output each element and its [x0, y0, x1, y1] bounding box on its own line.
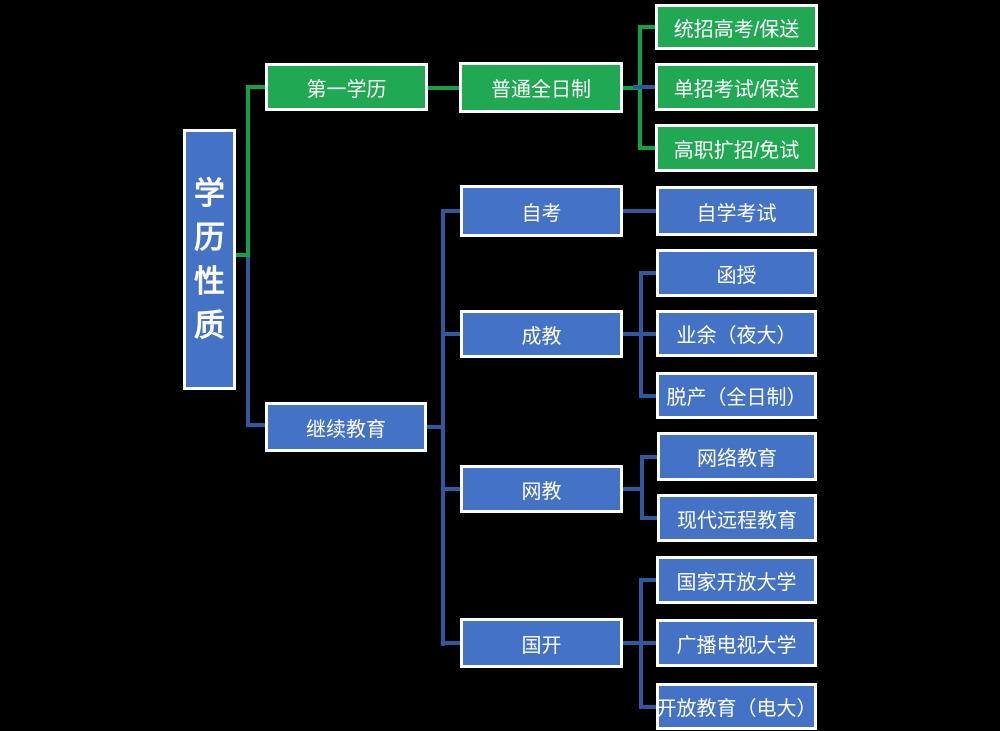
- connector-to-national-open: [639, 578, 656, 582]
- connector-to-single-recruitment: [633, 85, 655, 89]
- node-national-open-university-label: 国家开放大学: [676, 571, 797, 594]
- node-vocational-expansion: 高职扩招/免试: [655, 124, 818, 172]
- node-modern-distance-education-label: 现代远程教育: [677, 509, 797, 532]
- node-radio-tv-university-label: 广播电视大学: [676, 634, 797, 657]
- connector-to-self-study: [441, 209, 460, 213]
- node-vocational-expansion-label: 高职扩招/免试: [673, 139, 800, 162]
- connector-to-open-education: [639, 705, 656, 709]
- connector-blue-trunk-root: [246, 257, 250, 427]
- node-radio-tv-university: 广播电视大学: [656, 619, 817, 667]
- connector-to-network-education: [640, 455, 657, 459]
- node-regular-full-time-label: 普通全日制: [491, 79, 591, 101]
- connector-first-degree-to-full-time: [428, 86, 459, 90]
- node-online-education: 网教: [460, 465, 623, 513]
- node-continuing-education-label: 继续教育: [306, 418, 386, 441]
- node-self-study-exam: 自学考试: [656, 186, 817, 236]
- node-regular-full-time: 普通全日制: [459, 62, 623, 113]
- node-open-education-tv: 开放教育（电大）: [656, 683, 817, 730]
- node-first-degree: 第一学历: [265, 63, 428, 111]
- node-off-job-full-time-label: 脱产（全日制）: [666, 387, 807, 409]
- node-adult-education: 成教: [460, 310, 623, 358]
- node-first-degree-label: 第一学历: [306, 78, 387, 101]
- connector-green-trunk-root: [246, 85, 250, 257]
- node-open-university: 国开: [460, 618, 623, 668]
- connector-to-vocational-expansion: [638, 146, 655, 150]
- node-network-education: 网络教育: [657, 432, 817, 481]
- connector-to-off-job: [639, 394, 656, 398]
- node-continuing-education: 继续教育: [265, 402, 427, 452]
- connector-open-univ-trunk: [639, 578, 643, 709]
- node-off-job-full-time: 脱产（全日制）: [656, 372, 817, 419]
- node-unified-gaokao-label: 统招高考/保送: [673, 18, 800, 41]
- connector-to-open-university: [441, 641, 460, 645]
- node-part-time-evening: 业余（夜大）: [656, 310, 817, 357]
- connector-to-modern-distance: [640, 516, 657, 520]
- node-unified-gaokao: 统招高考/保送: [655, 4, 818, 50]
- node-national-open-university: 国家开放大学: [656, 556, 817, 604]
- node-correspondence-label: 函授: [716, 264, 757, 287]
- node-correspondence: 函授: [656, 249, 817, 297]
- connector-adult-trunk: [639, 271, 643, 398]
- node-adult-education-label: 成教: [521, 325, 562, 348]
- connector-self-study-to-exam: [623, 209, 656, 213]
- node-online-education-label: 网教: [521, 480, 562, 503]
- connector-to-online-education: [441, 487, 460, 491]
- connector-to-adult-education: [441, 332, 460, 336]
- connector-to-first-degree: [246, 85, 265, 89]
- connector-online-trunk: [640, 455, 644, 520]
- node-self-study-label: 自考: [521, 202, 562, 225]
- node-education-nature: 学历性质: [183, 129, 236, 390]
- node-part-time-evening-label: 业余（夜大）: [676, 325, 797, 347]
- node-open-university-label: 国开: [521, 634, 562, 657]
- node-modern-distance-education: 现代远程教育: [657, 494, 817, 542]
- connector-full-time-stub: [623, 86, 640, 90]
- connector-blue-trunk-level2: [441, 209, 445, 646]
- node-self-study: 自考: [460, 185, 623, 237]
- node-single-recruitment: 单招考试/保送: [655, 63, 818, 111]
- node-single-recruitment-label: 单招考试/保送: [673, 78, 800, 101]
- node-self-study-exam-label: 自学考试: [696, 202, 777, 225]
- connector-online-stub: [623, 487, 644, 491]
- node-education-nature-label: 学历性质: [194, 175, 225, 343]
- node-open-education-tv-label: 开放教育（电大）: [656, 698, 817, 720]
- connector-to-unified-gaokao: [638, 25, 655, 29]
- node-network-education-label: 网络教育: [697, 448, 777, 470]
- connector-continuing-education-stub: [427, 425, 445, 429]
- connector-to-correspondence: [639, 271, 656, 275]
- connector-root-stub: [234, 253, 250, 257]
- connector-to-continuing-education: [246, 423, 265, 427]
